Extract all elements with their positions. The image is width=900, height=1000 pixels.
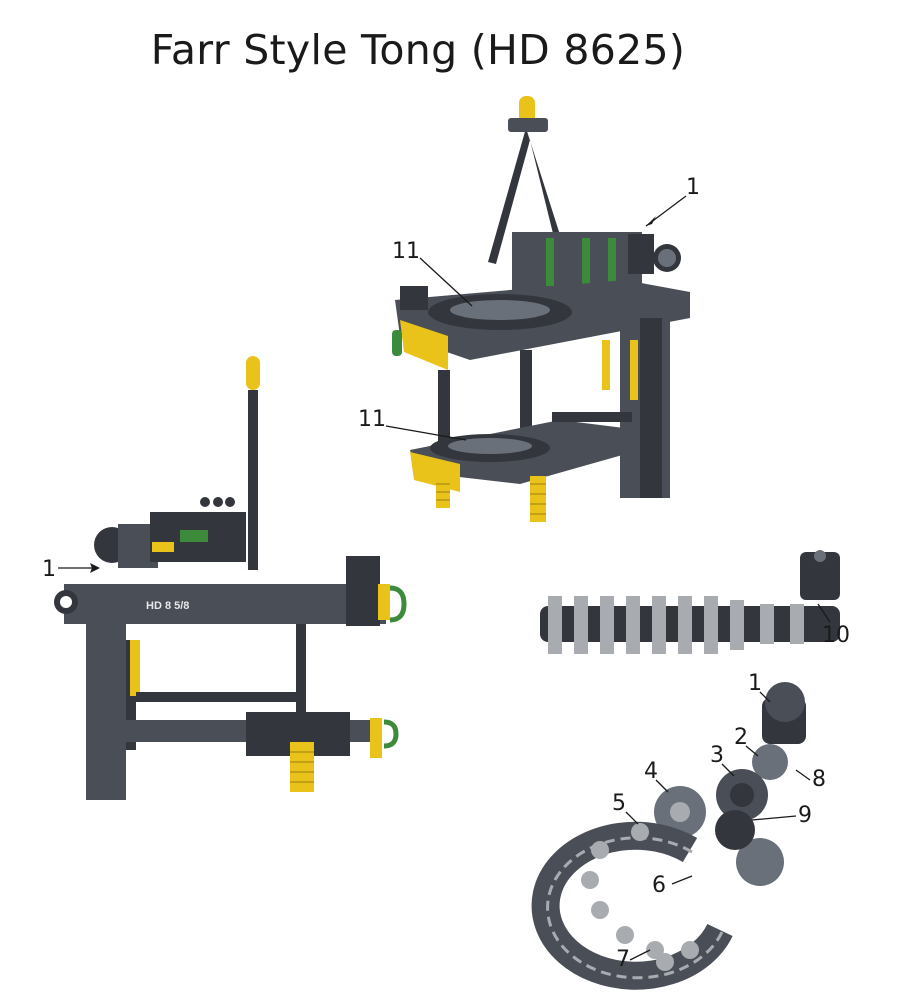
callout-7: 7	[616, 947, 651, 972]
callout-1-gear: 1	[748, 671, 771, 703]
callout-1-top: 1	[645, 175, 700, 227]
model-nameplate: HD 8 5/8	[146, 600, 189, 612]
callout-10: 10	[817, 603, 850, 648]
callout-label: 1	[42, 557, 56, 582]
callout-label: 1	[686, 175, 700, 200]
tong-side-view: HD 8 5/8	[54, 356, 407, 800]
callout-8: 8	[795, 767, 826, 792]
callout-label: 8	[812, 767, 826, 792]
callout-label: 2	[734, 725, 748, 750]
lifting-shackle-side	[246, 356, 260, 390]
page-title: Farr Style Tong (HD 8625)	[150, 26, 686, 74]
upper-door	[400, 320, 448, 370]
callout-label: 6	[652, 873, 666, 898]
frame-leg	[86, 624, 126, 800]
callout-label: 4	[644, 759, 658, 784]
callout-3: 3	[710, 743, 735, 777]
tong-isometric-view	[392, 96, 690, 522]
callout-9: 9	[751, 803, 812, 828]
callout-5: 5	[612, 791, 639, 825]
callout-11-top: 11	[392, 239, 473, 307]
gear-assembly-exploded	[531, 682, 806, 990]
callout-6: 6	[652, 873, 693, 898]
callout-label: 3	[710, 743, 724, 768]
callout-4: 4	[644, 759, 669, 793]
gear-train-side	[540, 550, 840, 654]
callout-2: 2	[734, 725, 759, 757]
spring-right-top	[530, 476, 546, 522]
callout-label: 7	[616, 947, 630, 972]
gear-9	[715, 810, 755, 850]
callout-label: 5	[612, 791, 626, 816]
lift-rod	[248, 390, 258, 570]
spring-left-top	[436, 478, 450, 508]
hydraulic-cylinder	[136, 692, 296, 702]
callout-label: 11	[358, 407, 386, 432]
callout-label: 9	[798, 803, 812, 828]
callout-label: 10	[822, 623, 850, 648]
callout-label: 1	[748, 671, 762, 696]
motor-valve-assembly	[94, 497, 246, 568]
hydraulic-motor-side	[800, 552, 840, 600]
callout-11-mid: 11	[358, 407, 467, 441]
spring-side	[290, 742, 314, 792]
callout-1-left: 1	[42, 557, 100, 582]
callout-label: 11	[392, 239, 420, 264]
main-beam	[64, 584, 386, 624]
valve-bank	[512, 232, 681, 290]
gear-2	[752, 744, 788, 780]
